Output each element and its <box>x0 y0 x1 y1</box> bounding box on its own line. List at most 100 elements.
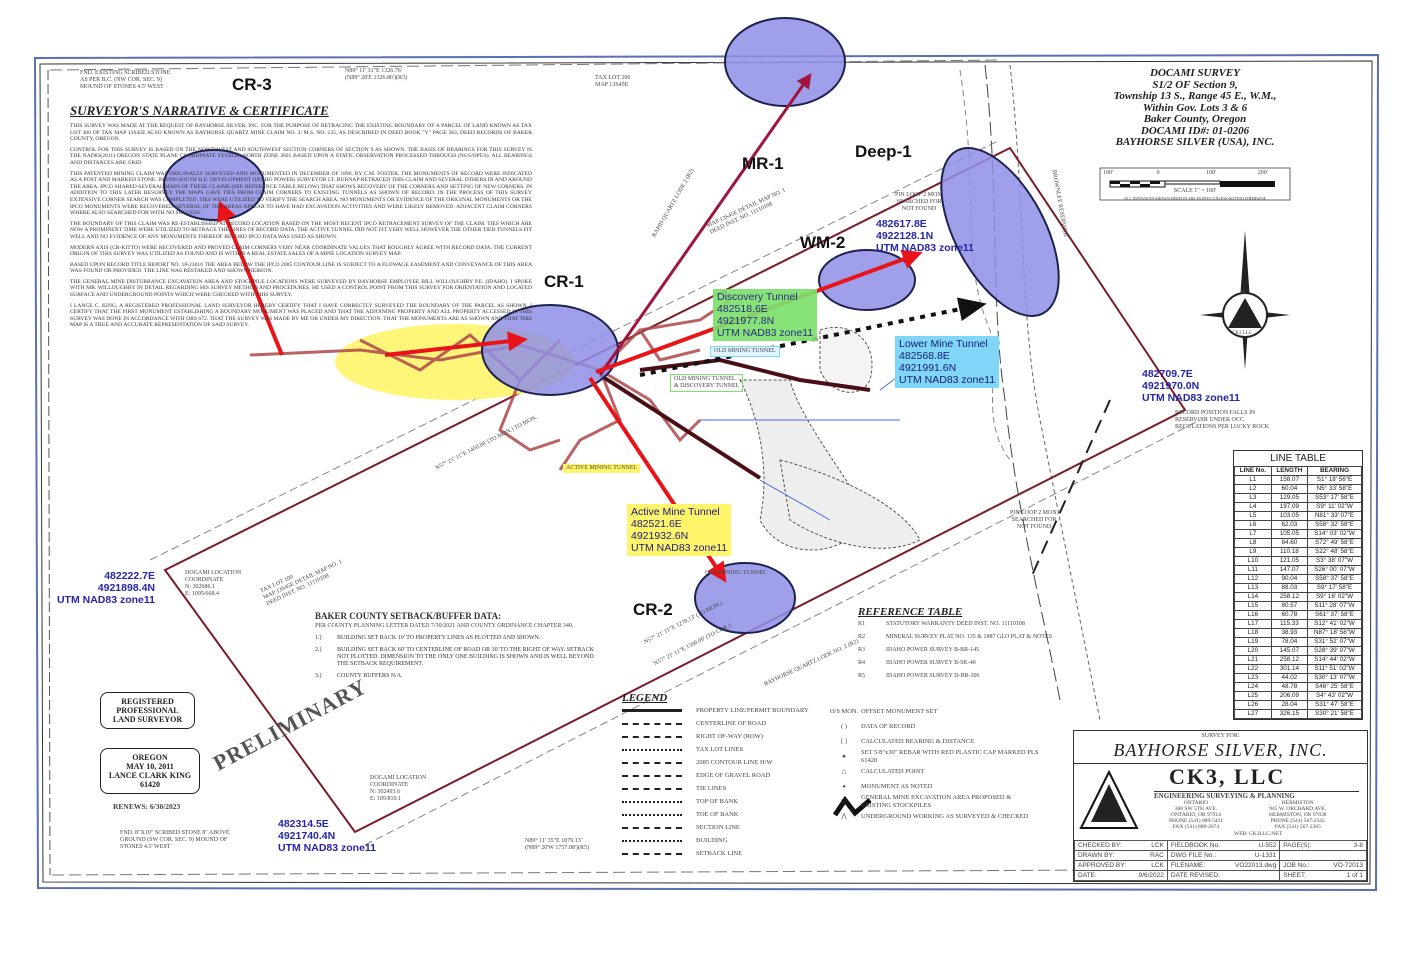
license-renewal: RENEWS: 6/30/2023 <box>113 802 181 811</box>
office-line: HERMISTON, OR 97838 <box>1269 812 1327 818</box>
title-block-field-value: VO22013.dwg <box>1235 862 1277 869</box>
note-line: E: 105/810.1 <box>370 796 401 802</box>
line-table-cell: 121.05 <box>1270 556 1308 566</box>
line-table-cell: 62.03 <box>1270 520 1308 530</box>
line-table-cell: L15 <box>1234 601 1272 611</box>
underground-working-symbol <box>832 795 872 817</box>
tunnel-box-line: UTM NAD83 zone11 <box>717 327 814 339</box>
legend-item-label: SECTION LINE <box>696 824 740 831</box>
note-line: E: 1095/668.4 <box>185 591 219 597</box>
note-line: FND. EXISTING SCRIBED STONE <box>80 70 171 76</box>
legend-item-label: RIGHT OF-WAY (ROW) <box>696 733 763 740</box>
legend-symbol: O/S MON. <box>829 707 859 715</box>
narrative-paragraph: MODERN AXIS (CR-KITTO) WERE RECOVERED AN… <box>70 244 532 258</box>
tunnel-box-line: 4921977.8N <box>717 315 775 327</box>
note-line: N: 302493.6 <box>370 789 400 795</box>
line-table-cell: S30° 21' 58"E <box>1306 709 1363 719</box>
line-table-title: LINE TABLE <box>1270 453 1326 464</box>
title-block-field-value: LCK <box>1151 862 1164 869</box>
line-table-cell: N87° 18' 58"W <box>1306 628 1363 638</box>
narrative-paragraph: THE BOUNDARY OF THIS CLAIM WAS RE-ESTABL… <box>70 220 532 240</box>
narrative-paragraph: THIS PATENTED MINING CLAIM WAS ORIGINALL… <box>70 170 532 217</box>
line-table-cell: 38.93 <box>1270 628 1308 638</box>
line-table-cell: 301.14 <box>1270 664 1308 674</box>
title-block: SURVEY FOR: BAYHORSE SILVER, INC. CK3, L… <box>1073 730 1368 882</box>
line-table-cell: L20 <box>1234 646 1272 656</box>
survey-for-label: SURVEY FOR: <box>1201 733 1240 739</box>
note-line: GROUND (SW COR. SEC. 9) MOUND OF <box>120 837 228 843</box>
scale-label: SCALE 1" = 100' <box>1173 188 1217 194</box>
line-table-cell: S72° 49' 58"E <box>1306 538 1363 548</box>
office-line: FAX (541) 567-2305 <box>1274 824 1321 830</box>
firm-website[interactable]: WEB: CK3LLC.NET <box>1234 831 1282 837</box>
line-table-cell: L9 <box>1234 547 1272 557</box>
coordinate-line: 482617.8E <box>876 218 927 230</box>
legend-symbol: △ <box>841 767 847 775</box>
legend-line-symbol <box>622 826 682 829</box>
legend-item-label: 2085 CONTOUR LINE H/W <box>696 759 773 766</box>
legend-item: BUILDING <box>622 834 827 847</box>
line-table-cell: 258.12 <box>1270 655 1308 665</box>
title-block-field-label: DATE REVISED: <box>1170 872 1220 879</box>
setback-intro: PER COUNTY PLANNING LETTER DATED 7/30/20… <box>315 623 574 629</box>
line-table-cell: S1° 18' 56"E <box>1306 475 1363 485</box>
legend-line-symbol <box>622 813 682 816</box>
legend-item: PROPERTY LINE/PERMIT BOUNDARY <box>622 704 827 717</box>
reference-id: R5 <box>858 673 866 679</box>
stamp-line: PROFESSIONAL <box>116 706 179 715</box>
legend-item: △CALCULATED POINT <box>827 764 1042 779</box>
title-block-field-value: 1 of 1 <box>1346 872 1363 879</box>
legend-item-label: TOP OF BANK <box>696 798 738 805</box>
note-line: DOGAMI LOCATION <box>370 775 427 781</box>
old-mining-tunnel-label: OLD MINING TUNNEL <box>710 346 780 357</box>
line-table-cell: S58° 37' 58"E <box>1306 574 1363 584</box>
note-line: N: 302686.1 <box>185 584 215 590</box>
legend-line-symbol <box>622 709 682 712</box>
line-table-cell: 80.57 <box>1270 601 1308 611</box>
title-block-field-value: 3-8 <box>1353 842 1363 849</box>
note-line: (N89° 20'E 1326.86')(R3) <box>345 75 408 81</box>
scale-tick: 200' <box>1257 170 1268 176</box>
legend-line-symbol <box>622 800 682 803</box>
legend-item: ⋀UNDERGROUND WORKING AS SURVEYED & CHECK… <box>827 809 1042 824</box>
title-block-cell: SHEET:1 of 1 <box>1279 870 1367 881</box>
stamp-line: OREGON <box>132 753 168 762</box>
line-table-cell: S14° 03' 02"W <box>1306 529 1363 539</box>
line-table-cell: 105.05 <box>1270 529 1308 539</box>
legend-item: TIE LINES <box>622 782 827 795</box>
legend-item: TOP OF BANK <box>622 795 827 808</box>
tunnel-box-line: Active Mine Tunnel <box>631 506 720 518</box>
section-line-south <box>51 869 1101 876</box>
note-line: & DISCOVERY TUNNEL <box>674 383 740 389</box>
narrative-paragraph: BASED UPON RECORD TITLE REPORT NO. 18-23… <box>70 261 532 275</box>
title-block-cell: JOB No.:VO-72013 <box>1279 860 1367 871</box>
legend-item-label: TIE LINES <box>696 785 727 792</box>
note-line: AS PER B.C. (NW COR. SEC. 9) <box>80 77 162 83</box>
client-name: BAYHORSE SILVER, INC. <box>1074 740 1367 764</box>
setback-item: 1.)BUILDING SET BACK 10' TO PROPERTY LIN… <box>315 635 595 642</box>
legend-item-label: DATA OF RECORD <box>861 722 916 730</box>
legend-item-label: PROPERTY LINE/PERMIT BOUNDARY <box>696 707 809 714</box>
line-table-cell: N81° 33' 07"E <box>1306 511 1363 521</box>
legend-item-label: EDGE OF GRAVEL ROAD <box>696 772 771 779</box>
line-table-cell: 28.04 <box>1270 700 1308 710</box>
line-table-cell: S26° 00' 07"W <box>1306 565 1363 575</box>
narrative-paragraph: THIS SURVEY WAS MADE AT THE REQUEST OF B… <box>70 123 532 143</box>
arrow-cr3 <box>217 200 284 356</box>
note-line: N89° 11' 31"E 1326.76' <box>345 68 402 74</box>
tunnel-box-line: 482521.6E <box>631 518 682 530</box>
